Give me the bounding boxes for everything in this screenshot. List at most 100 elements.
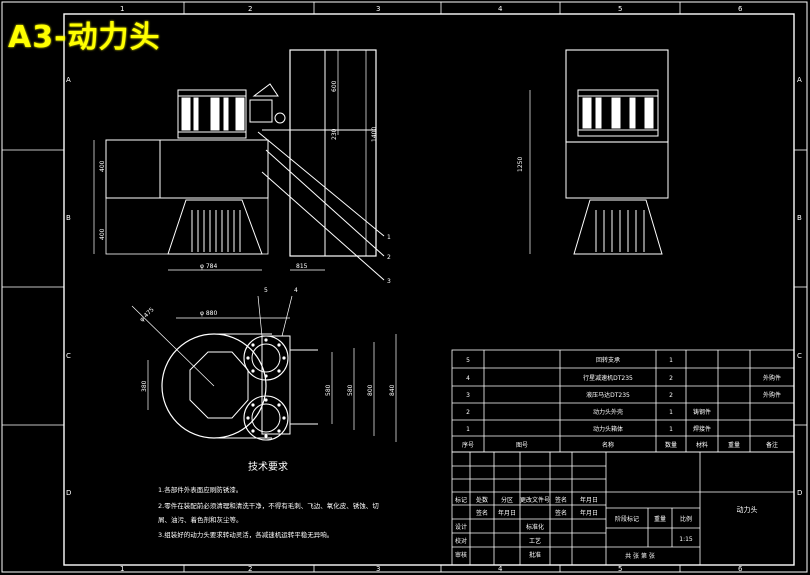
side-dim-1250: 1250 <box>517 157 524 172</box>
parts-row-1-name: 动力头箱体 <box>593 425 623 433</box>
zone-top-3: 3 <box>376 5 380 13</box>
front-dim-diameter-784: φ 784 <box>200 263 218 270</box>
parts-header-weight: 重量 <box>728 441 740 449</box>
parts-row-5-no: 5 <box>466 357 470 364</box>
zone-top-1: 1 <box>120 5 124 13</box>
zone-right-d: D <box>797 489 802 497</box>
tb-design: 设计 <box>455 523 467 531</box>
zone-right-c: C <box>797 352 802 360</box>
parts-header-material: 材料 <box>696 441 708 449</box>
tech-requirements: 技术要求 1.各部件外表面应刷防锈漆。 2.零件在装配前必须清理和清洗干净，不得… <box>158 460 379 539</box>
parts-row-1-material: 焊接件 <box>693 425 711 433</box>
overlay-title: A3-动力头 <box>8 20 161 55</box>
zone-top-6: 6 <box>738 5 743 13</box>
tech-req-line-1: 1.各部件外表面应刷防锈漆。 <box>158 485 242 494</box>
plan-dim-right-4: 840 <box>389 384 396 396</box>
plan-view <box>131 295 397 442</box>
zone-left-c: C <box>66 352 71 360</box>
zone-bottom-5: 5 <box>618 565 622 573</box>
front-view <box>93 49 385 281</box>
parts-row-5-qty: 1 <box>669 357 673 364</box>
front-dim-400-b: 400 <box>99 228 106 240</box>
tb-drawing-name: 动力头 <box>737 505 758 514</box>
zone-top-2: 2 <box>248 5 252 13</box>
front-leader-3: 3 <box>387 278 391 285</box>
tb-sheet: 共 张 第 张 <box>625 552 655 560</box>
front-dim-600: 600 <box>331 80 338 92</box>
parts-header-qty: 数量 <box>665 441 677 449</box>
tb-approve2: 批准 <box>529 551 541 559</box>
tb-rev-date: 年月日 <box>580 496 598 504</box>
parts-row-3-no: 3 <box>466 392 470 399</box>
tb-rev-zone: 分区 <box>501 496 513 504</box>
plan-dim-right-1: 580 <box>325 384 332 396</box>
parts-row-4-qty: 2 <box>669 375 673 382</box>
front-view-labels: 400 400 600 1400 230 φ 784 815 1 2 3 <box>99 80 391 285</box>
tech-req-line-4: 3.组装好的动力头要求转动灵活，各减速机运转平稳无异响。 <box>158 530 333 539</box>
front-leader-1: 1 <box>387 234 391 241</box>
parts-row-3-qty: 2 <box>669 392 673 399</box>
parts-row-4-name: 行星减速机DT235 <box>583 374 633 382</box>
front-dim-815: 815 <box>296 263 308 270</box>
parts-row-3-note: 外购件 <box>763 391 781 399</box>
parts-row-1-no: 1 <box>466 426 470 433</box>
tb-rev-sign: 签名 <box>555 496 567 504</box>
parts-header-name: 名称 <box>602 441 614 449</box>
tb-approve: 审核 <box>455 551 467 559</box>
parts-row-1-qty: 1 <box>669 426 673 433</box>
tb-standard-date: 年月日 <box>580 509 598 517</box>
front-dim-1400: 1400 <box>371 127 378 142</box>
parts-list-grid <box>451 349 795 453</box>
tb-scale: 比例 <box>680 515 692 523</box>
tb-design-date: 年月日 <box>498 509 516 517</box>
zone-bottom-4: 4 <box>498 565 503 573</box>
plan-gear-lower <box>243 395 289 441</box>
side-motor-coils <box>582 97 654 129</box>
zone-bottom-3: 3 <box>376 565 380 573</box>
tb-process: 工艺 <box>529 537 541 545</box>
plan-dim-left: 380 <box>141 380 148 392</box>
zone-left-b: B <box>66 214 71 222</box>
tech-req-line-3: 屑、油污、着色剂和灰尘等。 <box>158 515 243 524</box>
parts-header-code: 图号 <box>516 442 528 449</box>
parts-header-no: 序号 <box>462 441 474 449</box>
plan-dim-right-3: 800 <box>367 384 374 396</box>
tb-weight: 重量 <box>654 515 666 523</box>
title-block-grid <box>451 451 795 566</box>
zone-right-b: B <box>797 214 802 222</box>
tb-rev-file: 更改文件号 <box>520 496 550 504</box>
tb-check: 校对 <box>455 537 467 545</box>
side-skirt-ribs <box>595 210 645 252</box>
front-dim-400-a: 400 <box>99 160 106 172</box>
parts-row-2-no: 2 <box>466 409 470 416</box>
front-skirt-ribs <box>191 210 241 252</box>
zone-bottom-1: 1 <box>120 565 124 573</box>
plan-leader-4: 4 <box>294 287 298 294</box>
tb-rev-mark: 标记 <box>455 496 467 504</box>
zone-bottom-6: 6 <box>738 565 743 573</box>
zone-bottom-2: 2 <box>248 565 252 573</box>
zone-top-5: 5 <box>618 5 622 13</box>
parts-row-2-material: 铸钢件 <box>693 408 711 416</box>
tech-req-line-2: 2.零件在装配前必须清理和清洗干净，不得有毛刺、飞边、氧化皮、锈蚀、切 <box>158 501 379 510</box>
plan-gear-bolts <box>246 338 286 438</box>
plan-dim-top: φ 880 <box>200 310 218 317</box>
tb-design-sign: 签名 <box>476 509 488 517</box>
parts-header-note: 备注 <box>766 441 778 449</box>
zone-right-a: A <box>797 76 802 84</box>
zone-left-a: A <box>66 76 71 84</box>
parts-row-4-note: 外购件 <box>763 374 781 382</box>
front-dim-230: 230 <box>331 128 338 140</box>
plan-dim-right-2: 580 <box>347 384 354 396</box>
parts-row-3-name: 液压马达DT235 <box>586 391 630 399</box>
parts-row-5-name: 回转支承 <box>596 356 620 364</box>
parts-row-2-qty: 1 <box>669 409 673 416</box>
tb-stage: 阶段标记 <box>615 515 639 523</box>
parts-row-4-no: 4 <box>466 375 470 382</box>
side-view <box>529 49 669 255</box>
tb-rev-count: 处数 <box>476 496 488 504</box>
inner-border <box>63 13 795 566</box>
